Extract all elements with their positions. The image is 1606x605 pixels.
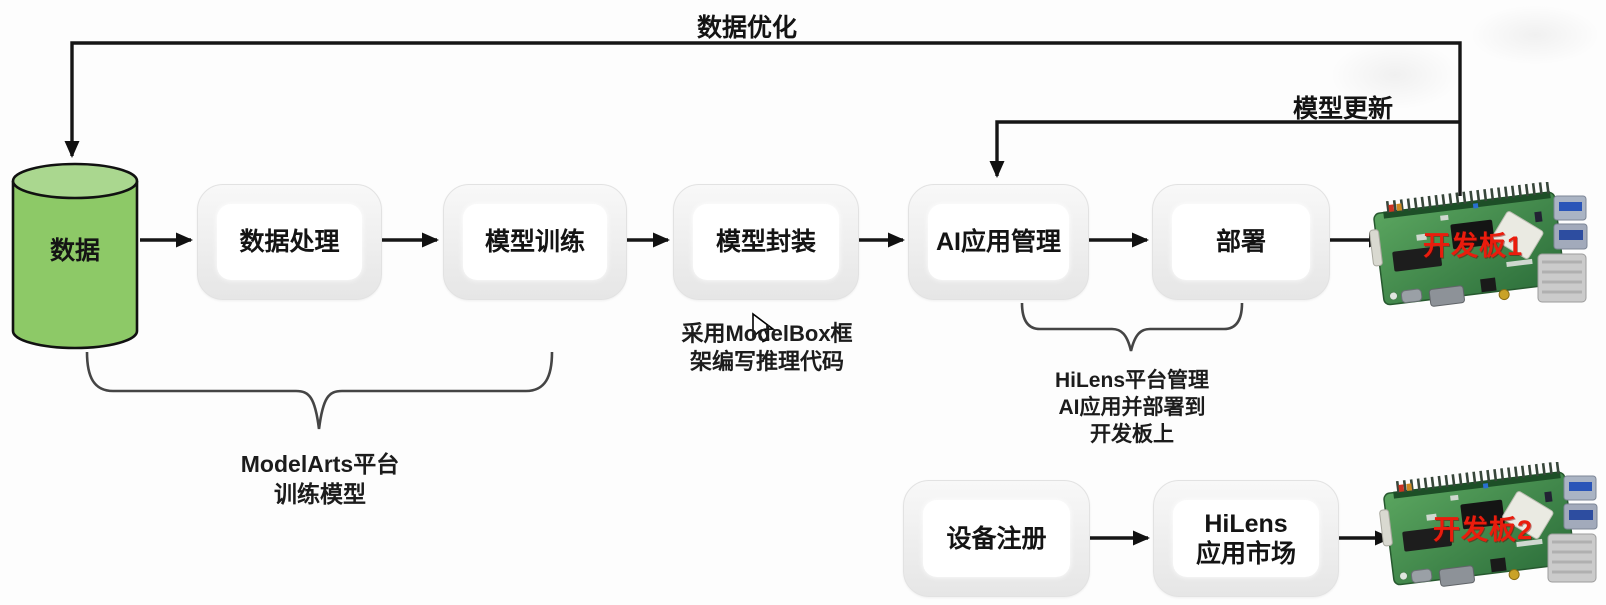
flow-node-model-packaging: 模型封装 [673, 184, 859, 300]
dev-board-1-image: 开发板1 [1358, 182, 1588, 310]
modelarts-brace [85, 351, 554, 430]
flow-node-device-register: 设备注册 [903, 480, 1090, 597]
modelarts-annotation: ModelArts平台 训练模型 [200, 449, 440, 509]
node-label-line2: 应用市场 [1195, 539, 1296, 568]
hilens-annotation-line2: AI应用并部署到 [1058, 396, 1206, 419]
node-label-line1: HiLens [1204, 509, 1288, 538]
modelarts-annotation-line2: 训练模型 [274, 481, 366, 507]
hilens-annotation-line1: HiLens平台管理 [1054, 369, 1209, 392]
hilens-annotation: HiLens平台管理 AI应用并部署到 开发板上 [1012, 367, 1252, 448]
flow-node-hilens-market: HiLens 应用市场 [1153, 480, 1339, 597]
hilens-annotation-line3: 开发板上 [1090, 423, 1174, 446]
node-label: 数据处理 [239, 228, 340, 256]
node-label: 模型封装 [715, 228, 816, 256]
database-cylinder-top [11, 162, 139, 200]
model-update-label: 模型更新 [1292, 95, 1393, 123]
data-optimization-label: 数据优化 [696, 14, 797, 42]
node-label: 模型训练 [484, 228, 585, 256]
flow-node-ai-app-management: AI应用管理 [908, 184, 1089, 300]
modelbox-annotation-line1: 采用ModelBox框 [681, 321, 853, 346]
modelbox-annotation: 采用ModelBox框 架编写推理代码 [647, 320, 887, 376]
mouse-cursor-icon [752, 312, 776, 343]
database-cylinder [11, 181, 139, 350]
node-label: HiLens 应用市场 [1196, 509, 1296, 569]
node-label: 设备注册 [946, 524, 1047, 553]
dev-board-2-label: 开发板2 [1432, 515, 1534, 545]
dev-board-2-image: 开发板2 [1368, 460, 1598, 592]
hilens-brace [1020, 302, 1244, 352]
modelarts-annotation-line1: ModelArts平台 [240, 451, 400, 477]
flow-node-deploy: 部署 [1152, 184, 1330, 300]
flow-node-data-processing: 数据处理 [197, 184, 382, 300]
dev-board-1-label: 开发板1 [1422, 231, 1524, 261]
model-update-arrow [989, 120, 1460, 178]
flow-node-model-training: 模型训练 [443, 184, 627, 300]
node-label: 部署 [1215, 228, 1266, 256]
data-optimization-arrow [64, 41, 1462, 196]
modelbox-annotation-line2: 架编写推理代码 [689, 349, 844, 374]
node-label: AI应用管理 [935, 228, 1061, 256]
database-label: 数据 [49, 237, 100, 265]
